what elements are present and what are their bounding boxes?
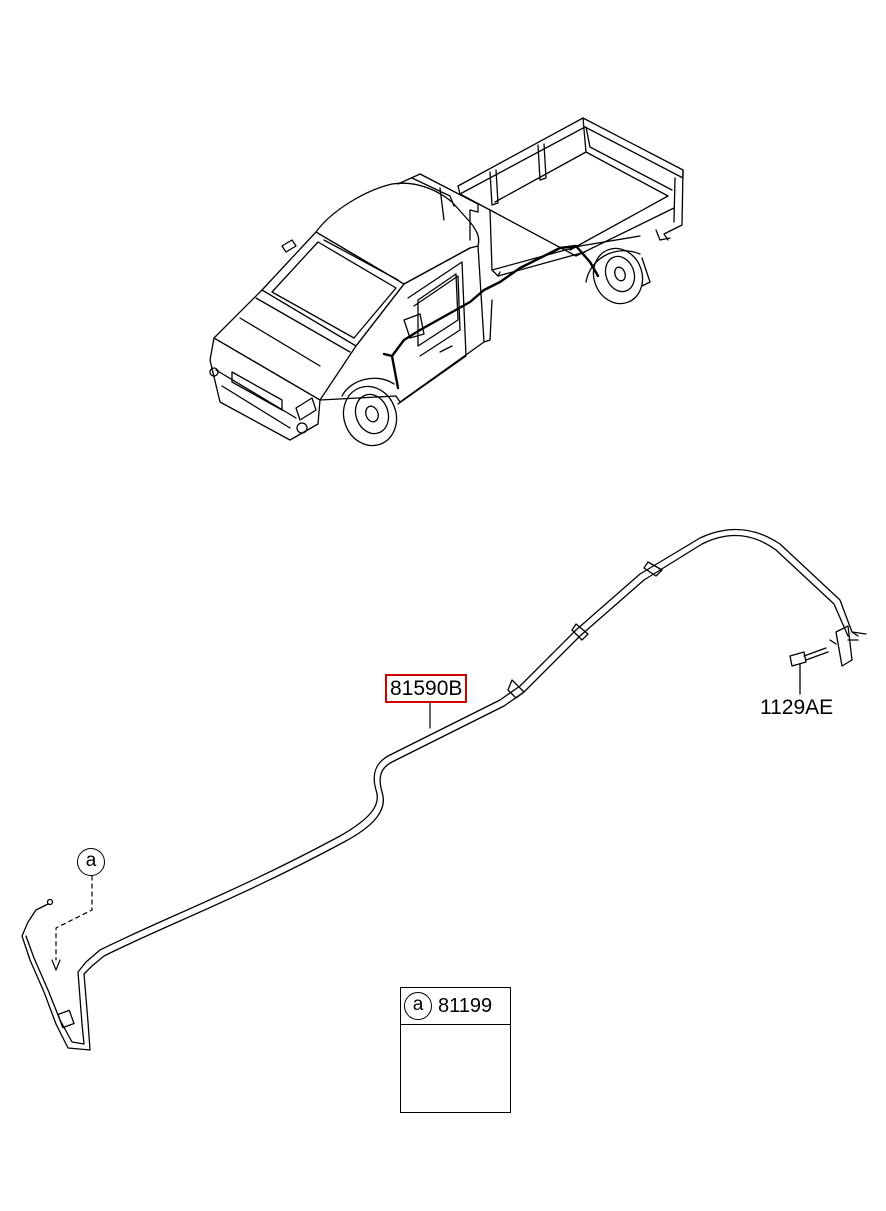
harness-clip-1 [507,679,525,699]
rear-wheel [585,247,644,305]
clip-inset-header: a 81199 [401,988,510,1025]
left-connector [57,1009,75,1029]
cargo-bed [457,117,684,287]
inset-callout-a-marker: a [404,992,432,1020]
front-wheel [341,377,398,447]
part-number-81199[interactable]: 81199 [438,995,493,1017]
wire-harness-81590b [21,528,867,1051]
clip-inset-box: a 81199 [400,987,511,1113]
truck-illustration [209,117,684,447]
cab-body [209,182,493,441]
harness-clip-3 [643,561,663,577]
bolt-1129ae [789,647,829,695]
callout-a-leader [51,875,93,971]
part-number-1129ae[interactable]: 1129AE [760,696,834,719]
truck-harness-route [382,244,600,390]
callout-a-marker: a [77,848,105,876]
sensor-connector [829,625,867,667]
part-number-81590b[interactable]: 81590B [385,674,468,703]
harness-clip-2 [571,623,589,641]
